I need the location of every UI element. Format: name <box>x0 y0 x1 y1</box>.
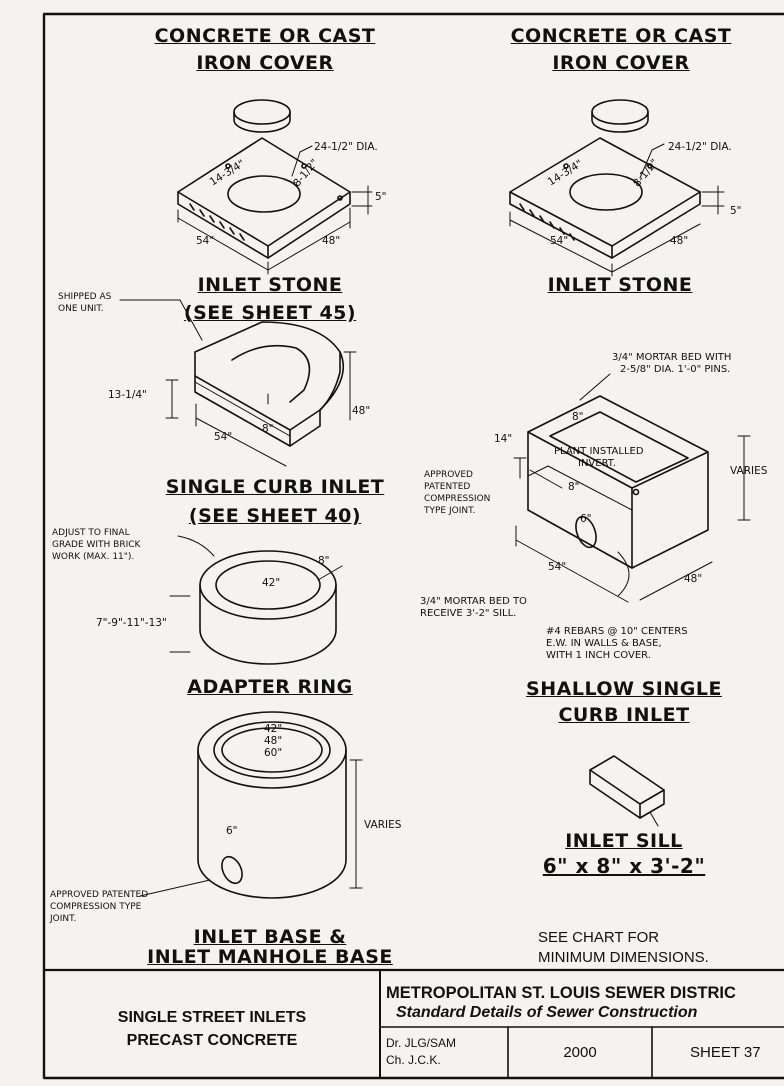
left-curb-height: 13-1/4" <box>108 389 147 401</box>
sill-title-line1: INLET SILL <box>565 830 683 852</box>
joint-note-line1: APPROVED PATENTED <box>50 890 149 900</box>
left-stone-title-line1: INLET STONE <box>197 274 343 296</box>
right-cover-title-line2: IRON COVER <box>552 52 690 74</box>
left-stone-width: 48" <box>322 235 341 247</box>
ring-title: ADAPTER RING <box>187 676 353 698</box>
joint-note-line3: JOINT. <box>50 914 77 924</box>
right-shallow-curb-inlet-drawing <box>513 373 751 603</box>
approved-note-line3: COMPRESSION <box>424 494 491 504</box>
left-adapter-ring-drawing <box>169 535 343 665</box>
left-cover-diameter: 24-1/2" DIA. <box>314 141 378 153</box>
drawing-title-line2: PRECAST CONCRETE <box>126 1032 298 1049</box>
shallow-length: 54" <box>548 561 567 573</box>
rebar-note-line1: #4 REBARS @ 10" CENTERS <box>546 626 688 637</box>
agency-name: METROPOLITAN ST. LOUIS SEWER DISTRIC <box>386 984 736 1002</box>
shipped-note-line2: ONE UNIT. <box>58 304 104 314</box>
ring-heights: 7"-9"-11"-13" <box>96 617 167 629</box>
left-inlet-stone-drawing <box>177 137 373 275</box>
left-cover-drawing <box>233 99 291 133</box>
left-cover-title-line1: CONCRETE OR CAST <box>154 25 376 47</box>
shipped-note-line1: SHIPPED AS <box>58 292 112 302</box>
left-curb-title-line1: SINGLE CURB INLET <box>165 476 385 498</box>
left-curb-width: 48" <box>352 405 371 417</box>
shallow-pipe: 6" <box>580 513 592 525</box>
base-title-line1: INLET BASE & <box>193 926 347 948</box>
drawing-title-line1: SINGLE STREET INLETS <box>117 1009 307 1026</box>
left-curb-title-line2: (SEE SHEET 40) <box>188 505 362 527</box>
shallow-title-line2: CURB INLET <box>558 704 690 726</box>
sill-title-line2: 6" x 8" x 3'-2" <box>542 854 706 878</box>
left-inlet-base-drawing <box>139 711 363 899</box>
sheet-number: SHEET 37 <box>690 1044 761 1061</box>
base-size-48: 48" <box>264 735 283 747</box>
plant-invert-line2: INVERT. <box>578 458 616 469</box>
right-cover-diameter: 24-1/2" DIA. <box>668 141 732 153</box>
mortar-bottom-line2: RECEIVE 3'-2" SILL. <box>420 608 517 619</box>
drawn-by: Dr. JLG/SAM <box>386 1036 457 1050</box>
shallow-top-wall: 8" <box>572 411 584 423</box>
chart-note-line2: MINIMUM DIMENSIONS. <box>538 949 709 966</box>
agency-subtitle: Standard Details of Sewer Construction <box>396 1004 698 1021</box>
mortar-top-line1: 3/4" MORTAR BED WITH <box>612 352 732 363</box>
right-inlet-sill-drawing <box>589 755 665 827</box>
adjust-note-line3: WORK (MAX. 11"). <box>52 552 135 562</box>
drawing-year: 2000 <box>563 1044 597 1061</box>
shallow-width: 48" <box>684 573 703 585</box>
base-title-line2: INLET MANHOLE BASE <box>147 946 393 968</box>
right-stone-title: INLET STONE <box>547 274 693 296</box>
sheet-border <box>42 12 784 1080</box>
mortar-bottom-line1: 3/4" MORTAR BED TO <box>420 596 527 607</box>
approved-note-line4: TYPE JOINT. <box>424 506 476 516</box>
joint-note-line2: COMPRESSION TYPE <box>50 902 142 912</box>
chart-note-line1: SEE CHART FOR <box>538 929 660 946</box>
base-size-42: 42" <box>264 723 283 735</box>
approved-note-line2: PATENTED <box>424 482 471 492</box>
rebar-note-line2: E.W. IN WALLS & BASE, <box>546 638 662 649</box>
left-curb-length: 54" <box>214 431 233 443</box>
rebar-note-line3: WITH 1 INCH COVER. <box>546 650 651 661</box>
right-stone-width: 48" <box>670 235 689 247</box>
left-curb-wall: 8" <box>262 423 274 435</box>
left-stone-thickness: 5" <box>375 191 387 203</box>
left-cover-title-line2: IRON COVER <box>196 52 334 74</box>
adjust-note-line1: ADJUST TO FINAL <box>52 528 130 538</box>
ring-diameter: 42" <box>262 577 281 589</box>
left-stone-length: 54" <box>196 235 215 247</box>
base-varies: VARIES <box>364 819 402 831</box>
right-cover-title-line1: CONCRETE OR CAST <box>510 25 732 47</box>
ring-wall: 8" <box>318 555 330 567</box>
approved-note-line1: APPROVED <box>424 470 473 480</box>
right-stone-thickness: 5" <box>730 205 742 217</box>
plant-invert-line1: PLANT INSTALLED <box>554 446 644 457</box>
shallow-height: 14" <box>494 433 513 445</box>
adjust-note-line2: GRADE WITH BRICK <box>52 540 141 550</box>
base-size-60: 60" <box>264 747 283 759</box>
right-stone-length: 54" <box>550 235 569 247</box>
right-inlet-stone-drawing <box>509 137 725 277</box>
base-pipe: 6" <box>226 825 238 837</box>
left-curb-inlet-drawing <box>119 299 357 467</box>
left-stone-title-line2: (SEE SHEET 45) <box>183 302 357 324</box>
right-cover-drawing <box>591 99 649 133</box>
shallow-varies: VARIES <box>730 465 768 477</box>
checked-by: Ch. J.C.K. <box>386 1053 441 1067</box>
shallow-title-line1: SHALLOW SINGLE <box>526 678 722 700</box>
mortar-top-line2: 2-5/8" DIA. 1'-0" PINS. <box>620 364 731 375</box>
shallow-wall2: 8" <box>568 481 580 493</box>
